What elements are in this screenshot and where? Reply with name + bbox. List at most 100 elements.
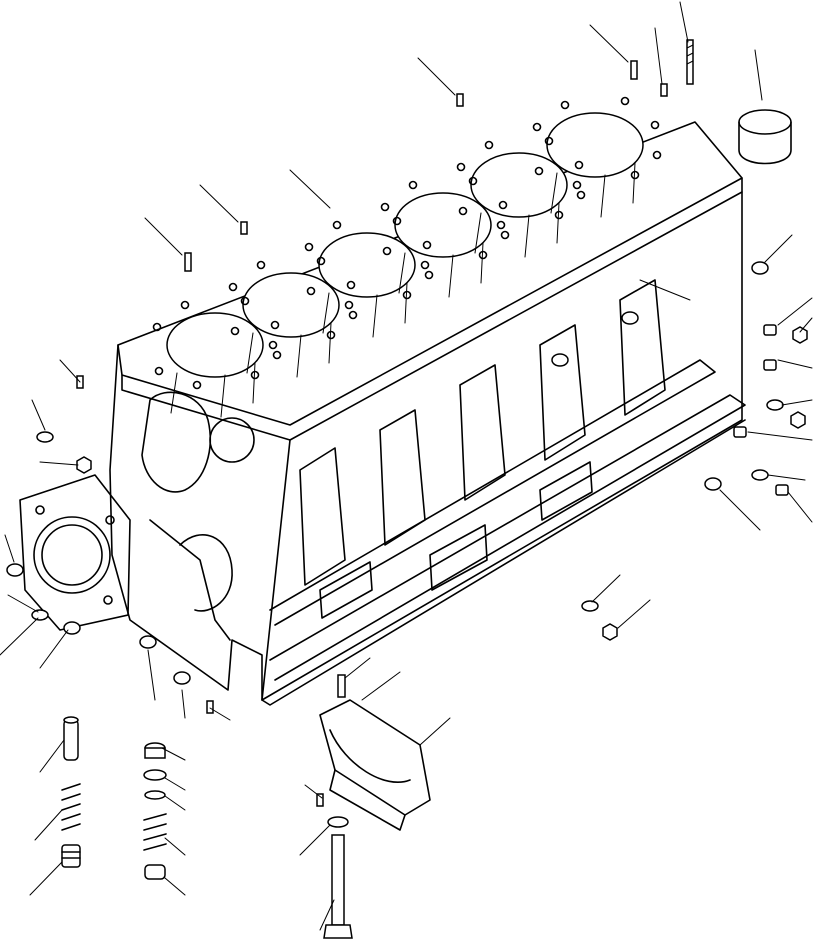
- leader-line: [39, 629, 69, 669]
- leader-line: [161, 747, 186, 761]
- leader-line: [164, 837, 186, 856]
- bolt-hole: [380, 202, 390, 212]
- dowel-pin: [184, 252, 192, 272]
- bolt-hole: [544, 136, 554, 146]
- bore-water-jacket-3: [322, 282, 408, 338]
- plug: [704, 477, 722, 491]
- bolt-hole: [332, 220, 342, 230]
- head-bolt-holes: [152, 96, 662, 390]
- plug: [6, 563, 24, 577]
- roll-pin: [456, 93, 464, 107]
- main-bearing-cap-bolt: [323, 816, 353, 939]
- sealing-ring: [36, 431, 54, 443]
- bolt-hole: [458, 206, 468, 216]
- roll-pin: [206, 700, 214, 714]
- bolt-hole: [192, 380, 202, 390]
- hex-plug: [792, 326, 808, 344]
- bolt-hole: [456, 162, 466, 172]
- bolt-hole: [344, 300, 354, 310]
- rear-seal-sleeve: [738, 109, 792, 165]
- bolt-hole: [230, 326, 240, 336]
- bolt-hole: [572, 180, 582, 190]
- relief-valve-assembly: [61, 716, 81, 868]
- leader-line: [31, 399, 46, 431]
- bolt-hole: [306, 286, 316, 296]
- bolt-hole: [574, 160, 584, 170]
- leader-line: [777, 359, 813, 369]
- plug: [139, 635, 157, 649]
- bolt-hole: [484, 140, 494, 150]
- bolt-hole: [554, 210, 564, 220]
- main-bearing-web-3: [459, 364, 506, 501]
- plug: [621, 311, 639, 325]
- bolt-hole: [424, 270, 434, 280]
- front-bore: [209, 417, 255, 463]
- leader-line: [39, 461, 79, 466]
- bolt-hole: [228, 282, 238, 292]
- leader-line: [147, 649, 156, 701]
- bolt-hole: [180, 300, 190, 310]
- main-bearing-web-2: [379, 409, 426, 546]
- leader-line: [0, 617, 39, 656]
- bolt-hole: [560, 100, 570, 110]
- leader-line: [417, 57, 456, 96]
- leader-line: [591, 574, 621, 603]
- leader-line: [34, 809, 63, 841]
- leader-line: [164, 877, 186, 896]
- bolt-hole: [152, 322, 162, 332]
- leader-line: [639, 279, 691, 301]
- bolt-hole: [478, 250, 488, 260]
- leader-line: [164, 777, 186, 791]
- bolt-hole: [272, 350, 282, 360]
- bolt-hole: [268, 340, 278, 350]
- bore-water-jacket-5: [474, 202, 560, 258]
- main-bearing-web-5: [619, 279, 666, 416]
- front-adapter-plate: [19, 474, 131, 631]
- leader-line: [181, 689, 186, 719]
- bolt-hole: [500, 230, 510, 240]
- leader-line: [304, 784, 323, 799]
- hex-plug: [602, 623, 618, 641]
- leader-line: [799, 317, 813, 333]
- leader-line: [787, 491, 813, 523]
- bolt-hole: [496, 220, 506, 230]
- leader-line: [4, 534, 15, 563]
- bolt-hole: [326, 330, 336, 340]
- leader-line: [767, 474, 806, 481]
- bolt-hole: [420, 260, 430, 270]
- plug-bolt: [733, 426, 747, 438]
- leader-line: [617, 599, 651, 629]
- timing-cover-area: [141, 391, 212, 493]
- bolt-hole: [498, 200, 508, 210]
- bolt-hole: [392, 216, 402, 226]
- sealing-ring: [751, 469, 769, 481]
- leader-line: [764, 234, 793, 263]
- leader-line: [747, 431, 813, 441]
- leader-line: [29, 861, 63, 896]
- cylinder-bore-4: [394, 192, 492, 258]
- leader-line: [344, 657, 371, 679]
- plunger-spring-stack: [143, 742, 167, 880]
- block-side-face: [261, 191, 743, 701]
- bolt-hole: [630, 170, 640, 180]
- sealing-ring: [581, 600, 599, 612]
- cylinder-bore-6: [546, 112, 644, 178]
- cylinder-block: [109, 121, 746, 706]
- leader-line: [289, 169, 331, 209]
- bolt-hole: [620, 96, 630, 106]
- bolt-hole: [346, 280, 356, 290]
- bolt-hole: [304, 242, 314, 252]
- bore-water-jacket-1: [170, 362, 256, 418]
- leader-line: [209, 707, 231, 721]
- bore-water-jacket-4: [398, 242, 484, 298]
- plug: [551, 353, 569, 367]
- bolt-hole: [316, 256, 326, 266]
- roll-pin: [660, 83, 668, 97]
- bolt-hole: [250, 370, 260, 380]
- leader-line: [199, 184, 239, 223]
- bolt-hole: [532, 122, 542, 132]
- bolt-hole: [154, 366, 164, 376]
- main-bearing-cap: [319, 674, 431, 831]
- bolt-hole: [402, 290, 412, 300]
